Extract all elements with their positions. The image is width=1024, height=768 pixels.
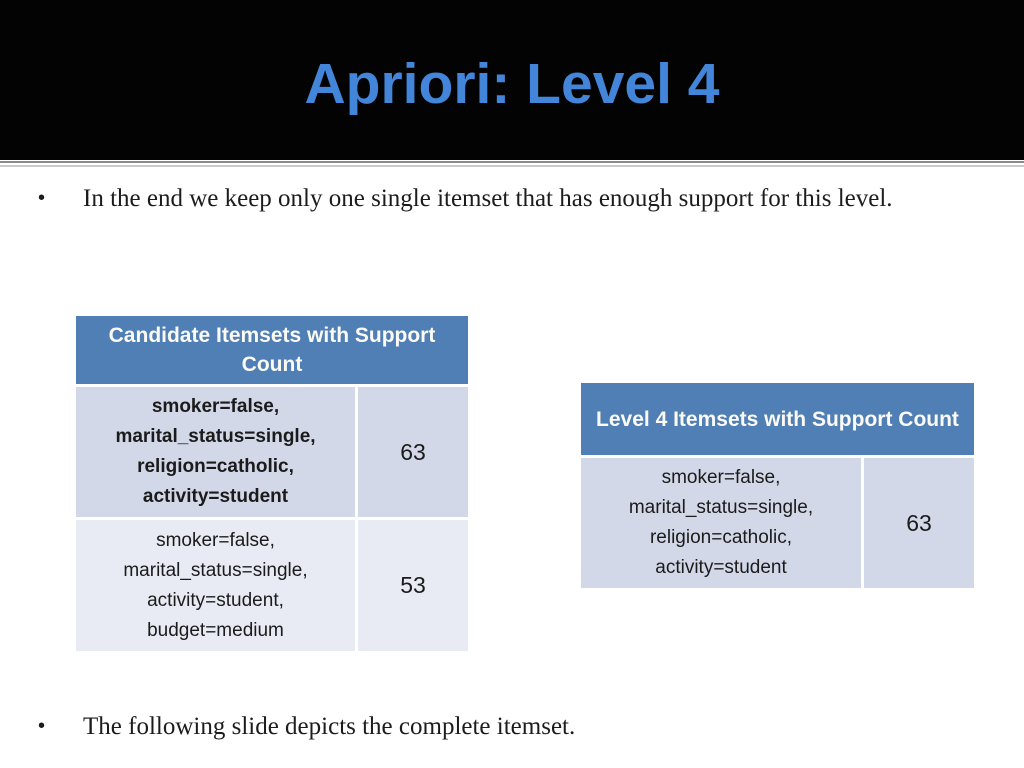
- bullet-item-closing: • The following slide depicts the comple…: [30, 704, 960, 749]
- table-cell-support: 63: [864, 458, 974, 588]
- level4-table-header: Level 4 Itemsets with Support Count: [581, 383, 974, 455]
- level4-itemsets-table: Level 4 Itemsets with Support Count smok…: [581, 383, 974, 588]
- table-cell-support: 53: [358, 520, 468, 651]
- candidate-itemsets-table: Candidate Itemsets with Support Count sm…: [76, 316, 468, 651]
- separator-line-dark: [0, 161, 1024, 163]
- separator-line-light: [0, 165, 1024, 167]
- table-cell-itemset: smoker=false, marital_status=single, rel…: [76, 387, 355, 517]
- table-cell-itemset: smoker=false, marital_status=single, act…: [76, 520, 355, 651]
- table-cell-itemset: smoker=false, marital_status=single, rel…: [581, 458, 861, 588]
- bullet-text-intro: In the end we keep only one single items…: [83, 185, 893, 212]
- bullet-text-closing: The following slide depicts the complete…: [83, 713, 576, 740]
- bullet-item-intro: • In the end we keep only one single ite…: [30, 176, 960, 221]
- table-row: smoker=false, marital_status=single, rel…: [581, 458, 974, 588]
- slide-title: Apriori: Level 4: [304, 52, 720, 116]
- table-row: smoker=false, marital_status=single, act…: [76, 520, 468, 651]
- table-row: smoker=false, marital_status=single, rel…: [76, 387, 468, 517]
- title-band: Apriori: Level 4: [0, 0, 1024, 160]
- candidate-table-header: Candidate Itemsets with Support Count: [76, 316, 468, 384]
- bullet-glyph: •: [38, 187, 46, 209]
- bullet-glyph: •: [38, 715, 46, 737]
- table-cell-support: 63: [358, 387, 468, 517]
